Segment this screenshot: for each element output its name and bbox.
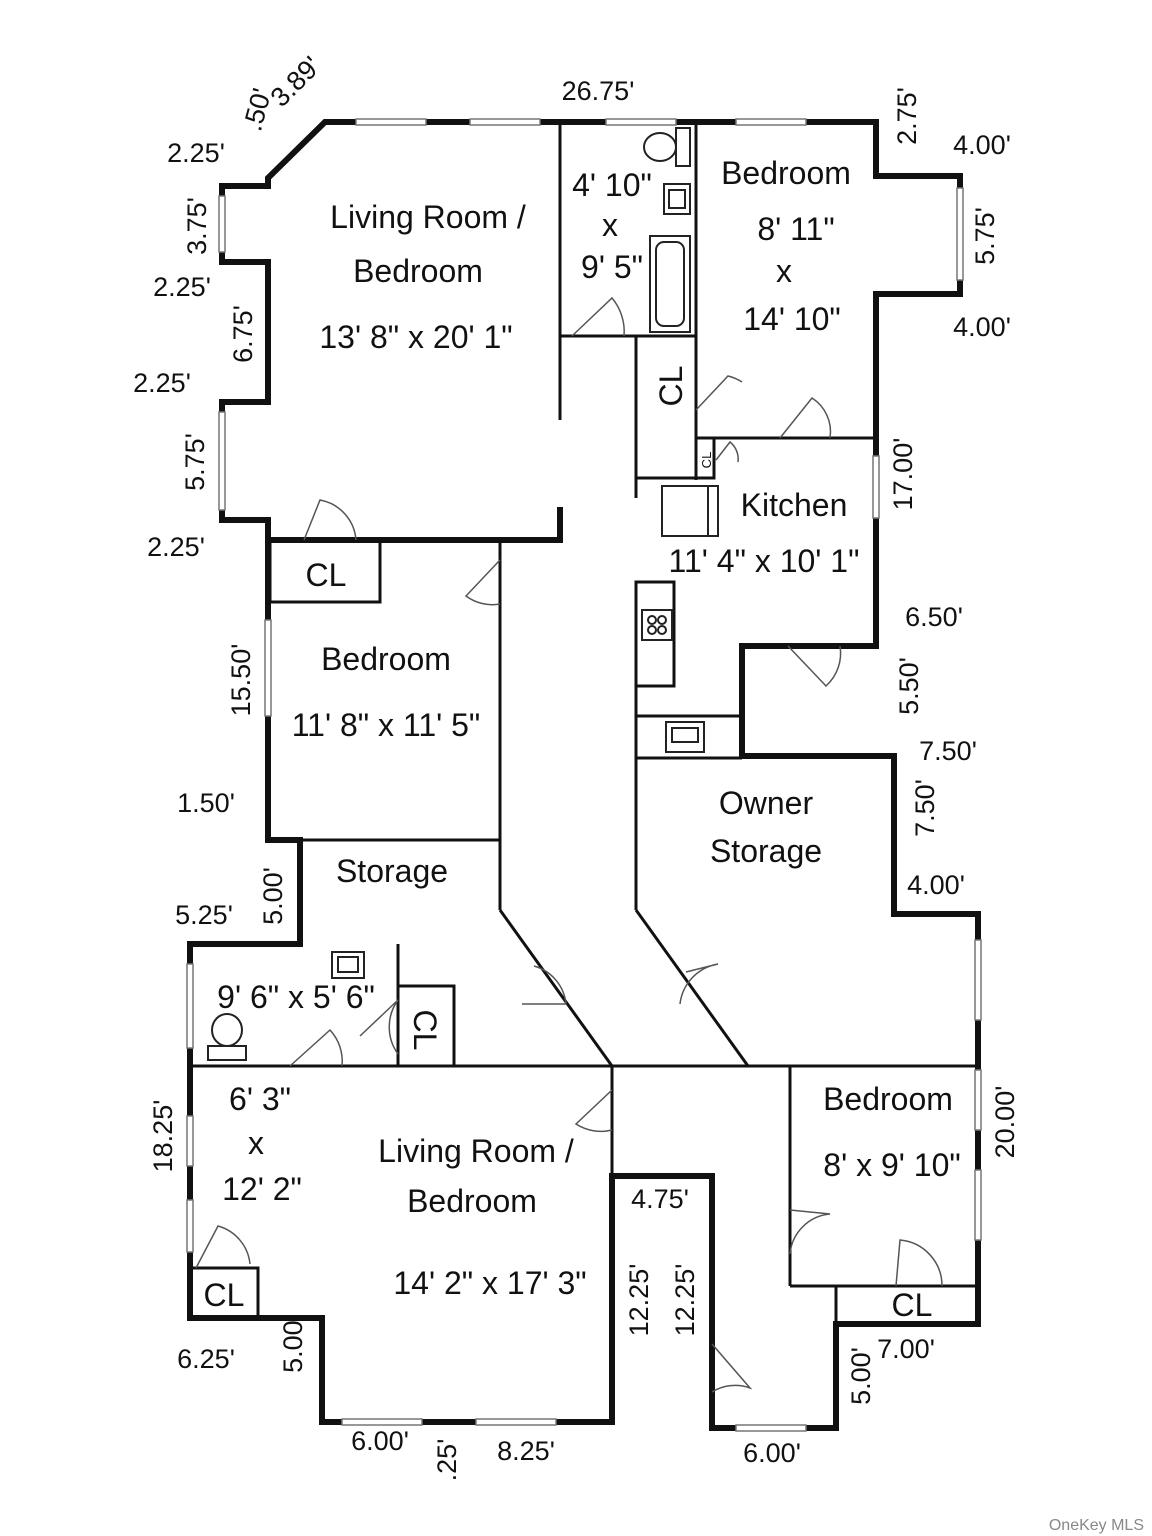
bath-low-dims: 9' 6" x 5' 6"	[217, 979, 375, 1015]
dim-225c: 2.25'	[133, 368, 191, 398]
bedroom-ne-h: 14' 10"	[743, 301, 841, 337]
dim-600b: 6.00'	[743, 1438, 801, 1468]
dim-400c: 4.00'	[907, 870, 965, 900]
living-low-dims: 14' 2" x 17' 3"	[393, 1265, 586, 1301]
bedroom-ne-name: Bedroom	[721, 155, 851, 191]
dim-500b: 5.00'	[846, 1347, 876, 1405]
bath-top-w: 4' 10"	[572, 167, 652, 203]
dim-1825: 18.25'	[148, 1100, 178, 1173]
bath-top-h: 9' 5"	[581, 249, 643, 285]
windows	[186, 118, 982, 1432]
closet-living-low-label: CL	[204, 1277, 245, 1313]
living-top-name: Living Room /	[330, 199, 526, 235]
dim-700: 7.00'	[877, 1334, 935, 1364]
toilet-low-icon	[207, 1013, 247, 1061]
fixtures	[207, 127, 719, 1061]
bedroom-ne-w: 8' 11"	[757, 211, 834, 247]
dim-375: 3.75'	[182, 197, 212, 255]
dim-575l: 5.75'	[180, 433, 210, 491]
dim-400b: 4.00'	[953, 312, 1011, 342]
closet-small-label: CL	[699, 452, 714, 469]
dim-825: 8.25'	[497, 1436, 555, 1466]
dimension-labels: 26.75' .50' 3.89' 2.75' 4.00' 5.75' 4.00…	[133, 51, 1020, 1482]
closet-se-label: CL	[892, 1287, 933, 1323]
dim-400a: 4.00'	[953, 130, 1011, 160]
dim-top: 26.75'	[562, 76, 635, 106]
living-top-dims: 13' 8" x 20' 1"	[319, 319, 512, 355]
dim-475: 4.75'	[631, 1184, 689, 1214]
owner-storage-1: Owner	[719, 785, 814, 821]
dim-2000: 20.00'	[990, 1086, 1020, 1159]
bathtub-icon	[649, 235, 691, 333]
dim-500a: 5.00'	[258, 867, 288, 925]
dim-600a: 6.00'	[351, 1426, 409, 1456]
dim-150: 1.50'	[177, 788, 235, 818]
living-low-w: 6' 3"	[229, 1081, 291, 1117]
bedroom-se-name: Bedroom	[823, 1081, 953, 1117]
living-low-name2: Bedroom	[407, 1183, 537, 1219]
kitchen-sink-icon	[665, 721, 705, 753]
doors	[195, 296, 943, 1393]
dim-500c: 5.00'	[278, 1315, 308, 1373]
dim-650: 6.50'	[905, 602, 963, 632]
watermark: OneKey MLS	[1049, 1517, 1144, 1534]
bedroom-se-dims: 8' x 9' 10"	[823, 1147, 960, 1183]
kitchen-dims: 11' 4" x 10' 1"	[669, 543, 860, 579]
dim-575r: 5.75'	[970, 207, 1000, 265]
dim-625: 6.25'	[177, 1344, 235, 1374]
dim-025: .25'	[432, 1439, 462, 1482]
dim-675: 6.75'	[228, 305, 258, 363]
dim-225d: 2.25'	[147, 532, 205, 562]
dim-1550: 15.50'	[226, 644, 256, 717]
closet-living-label: CL	[306, 557, 347, 593]
closet-bath-label: CL	[407, 1010, 443, 1051]
room-labels: Living Room / Bedroom 13' 8" x 20' 1" 4'…	[204, 155, 961, 1323]
dim-550: 5.50'	[894, 657, 924, 715]
dim-750b: 7.50'	[910, 779, 940, 837]
dim-225b: 2.25'	[153, 272, 211, 302]
bedroom-mid-name: Bedroom	[321, 641, 451, 677]
dim-275: 2.75'	[892, 87, 922, 145]
living-low-x: x	[248, 1125, 264, 1161]
toilet-top-icon	[643, 127, 691, 167]
owner-storage-2: Storage	[710, 833, 822, 869]
dim-225a: 2.25'	[167, 138, 225, 168]
fridge-icon	[661, 485, 719, 537]
kitchen-name: Kitchen	[741, 487, 848, 523]
dim-1225b: 12.25'	[670, 1264, 700, 1337]
sink-low-icon	[331, 951, 365, 979]
living-top-name2: Bedroom	[353, 253, 483, 289]
bedroom-ne-x: x	[776, 253, 792, 289]
dim-1700: 17.00'	[888, 438, 918, 511]
sink-top-icon	[663, 183, 691, 215]
dim-750a: 7.50'	[919, 736, 977, 766]
stove-icon	[641, 609, 673, 641]
bedroom-mid-dims: 11' 8" x 11' 5"	[292, 707, 481, 743]
dim-1225a: 12.25'	[624, 1264, 654, 1337]
living-low-h: 12' 2"	[222, 1171, 302, 1207]
bath-top-x: x	[602, 207, 618, 243]
living-low-name: Living Room /	[378, 1133, 574, 1169]
storage-name: Storage	[336, 853, 448, 889]
dim-525: 5.25'	[175, 900, 233, 930]
closet-kitchen-label: CL	[653, 366, 689, 407]
